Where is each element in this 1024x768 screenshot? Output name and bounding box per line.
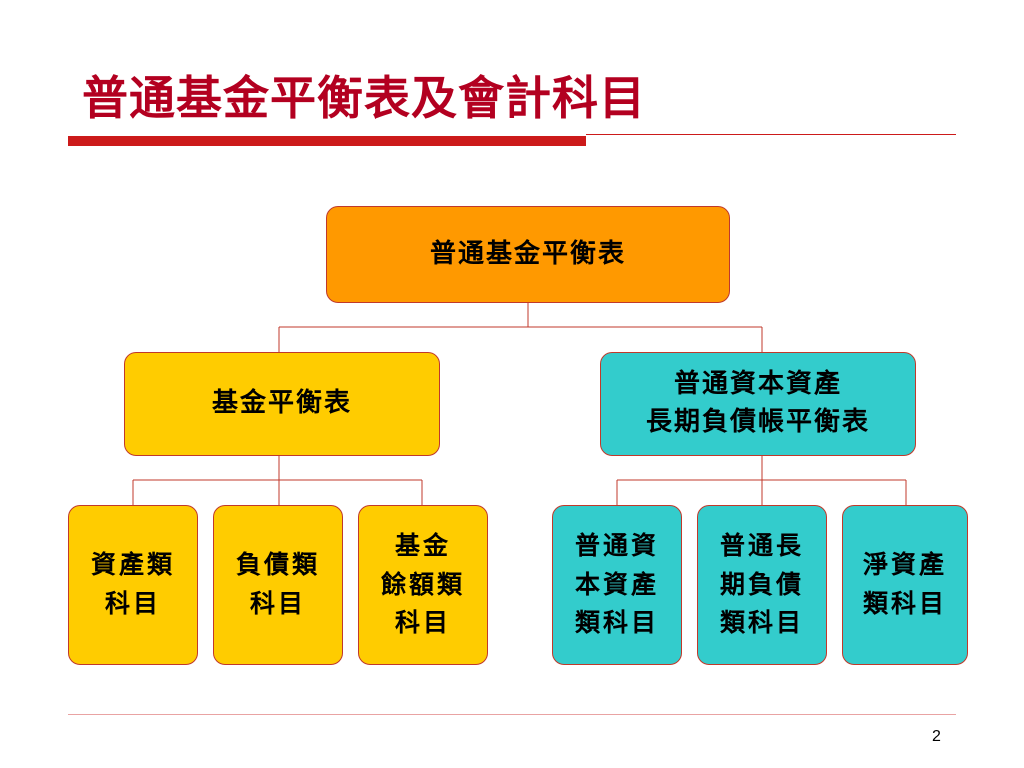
node-asset-accounts: 資產類 科目 — [68, 505, 198, 665]
title-thin-rule — [586, 134, 956, 135]
footer-rule — [68, 714, 956, 715]
node-capital-asset-accounts: 普通資 本資產 類科目 — [552, 505, 682, 665]
node-liability-accounts: 負債類 科目 — [213, 505, 343, 665]
node-fund-balance-accounts: 基金 餘額類 科目 — [358, 505, 488, 665]
page-number: 2 — [932, 728, 941, 745]
node-long-term-debt-accounts: 普通長 期負債 類科目 — [697, 505, 827, 665]
node-net-asset-accounts: 淨資產 類科目 — [842, 505, 968, 665]
node-general-fund-balance-sheet: 普通基金平衡表 — [326, 206, 730, 303]
node-capital-assets-long-term-debt-balance-sheet: 普通資本資產 長期負債帳平衡表 — [600, 352, 916, 456]
title-accent-rule — [68, 136, 586, 146]
node-fund-balance-sheet: 基金平衡表 — [124, 352, 440, 456]
slide-title: 普通基金平衡表及會計科目 — [82, 71, 646, 125]
